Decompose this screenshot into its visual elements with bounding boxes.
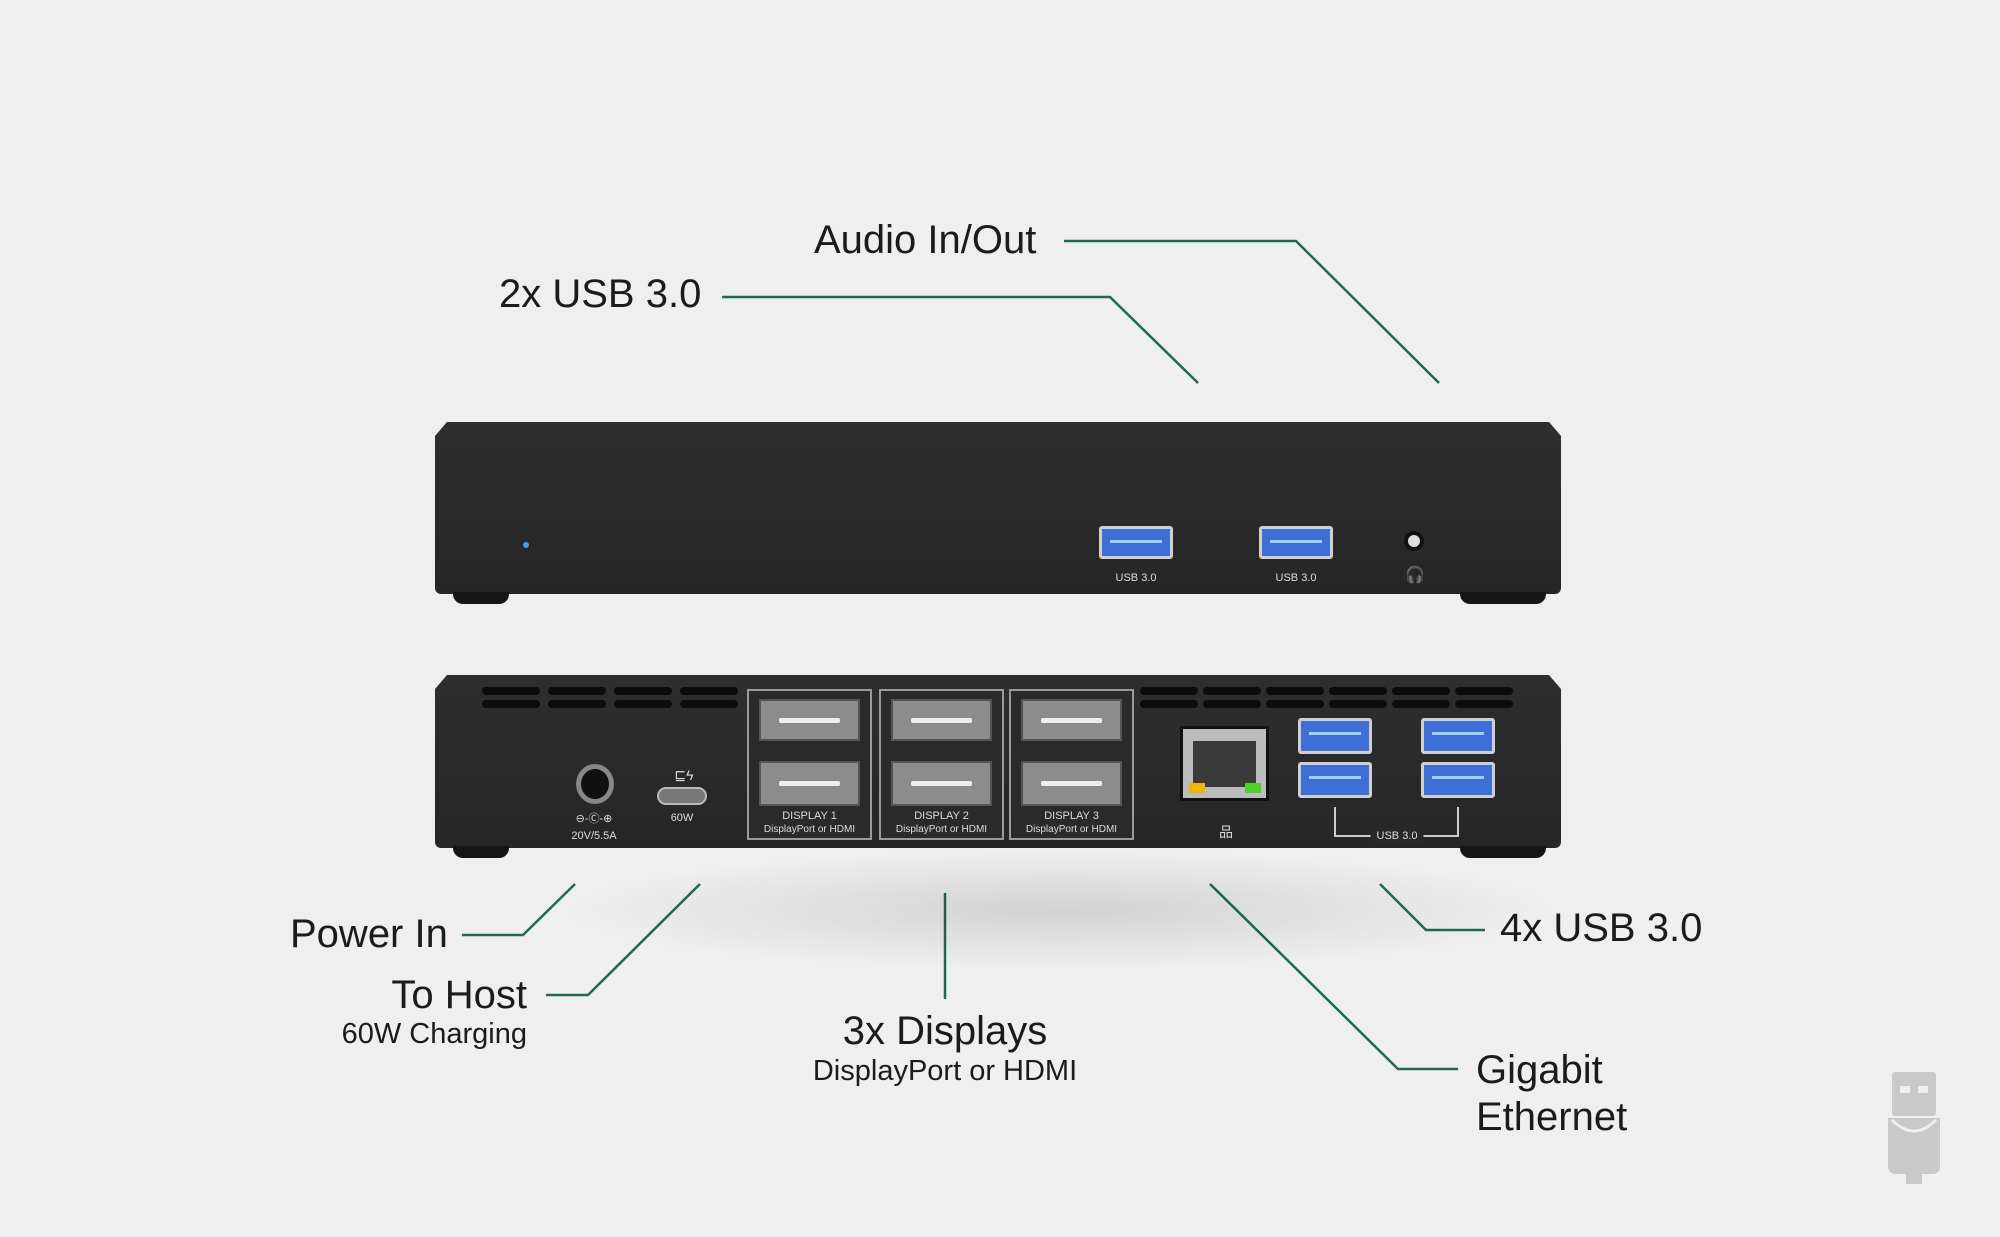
dock-front-view xyxy=(435,422,1561,594)
front-usb-callout-label: 2x USB 3.0 xyxy=(499,272,702,316)
usb-group-label: USB 3.0 xyxy=(1370,829,1424,844)
display-name: DISPLAY 1 xyxy=(782,810,837,822)
headphone-icon: 🎧 xyxy=(1405,567,1425,584)
foot xyxy=(453,592,509,604)
displays-sublabel: DisplayPort or HDMI xyxy=(812,1055,1078,1087)
power-rating: 20V/5.5A xyxy=(571,830,617,842)
displays-label: 3x Displays xyxy=(842,1009,1048,1053)
display-type: DisplayPort or HDMI xyxy=(895,824,988,835)
ethernet-port xyxy=(1180,726,1269,801)
display-name: DISPLAY 3 xyxy=(1044,810,1099,822)
host-callout-line xyxy=(546,883,701,997)
network-icon: 品 xyxy=(1219,824,1233,840)
rear-usb-port-3 xyxy=(1421,718,1495,754)
laptop-charge-icon: ⊑ϟ xyxy=(674,767,694,783)
ethernet-label-line2: Ethernet xyxy=(1476,1095,1628,1139)
to-host-label: To Host xyxy=(391,973,527,1017)
display-type: DisplayPort or HDMI xyxy=(763,824,856,835)
power-in-label: Power In xyxy=(290,912,448,956)
shadow xyxy=(560,850,1560,970)
usb-c-host-port xyxy=(657,787,707,805)
display-name: DISPLAY 2 xyxy=(914,810,969,822)
ethernet-label-line1: Gigabit xyxy=(1476,1048,1603,1092)
to-host-sublabel: 60W Charging xyxy=(341,1018,527,1050)
rear-usb-callout-line xyxy=(1379,883,1485,932)
power-callout-line xyxy=(462,883,576,937)
polarity-icon: ⊖-Ⓒ-⊕ xyxy=(575,813,613,825)
display-type: DisplayPort or HDMI xyxy=(1025,824,1118,835)
dc-power-jack xyxy=(576,764,614,804)
front-usb-port-2 xyxy=(1259,526,1333,559)
audio-callout-label: Audio In/Out xyxy=(814,218,1037,262)
display-port-group-1: DISPLAY 1 DisplayPort or HDMI xyxy=(747,689,872,840)
front-usb-label-2: USB 3.0 xyxy=(1275,572,1317,584)
audio-jack xyxy=(1404,531,1424,551)
front-usb-port-1 xyxy=(1099,526,1173,559)
audio-callout-line xyxy=(1064,239,1440,384)
foot xyxy=(1460,592,1546,604)
ethernet-callout-line xyxy=(1209,883,1458,1071)
front-usb-callout-line xyxy=(722,295,1199,384)
display-port-group-3: DISPLAY 3 DisplayPort or HDMI xyxy=(1009,689,1134,840)
usb-plug-logo-icon xyxy=(1888,1072,1940,1184)
rear-usb-label: 4x USB 3.0 xyxy=(1500,906,1703,950)
rear-usb-port-2 xyxy=(1298,762,1372,798)
rear-usb-port-4 xyxy=(1421,762,1495,798)
usbc-rating: 60W xyxy=(670,812,694,824)
foot xyxy=(1460,846,1546,858)
power-led xyxy=(523,542,529,548)
foot xyxy=(453,846,509,858)
front-usb-label-1: USB 3.0 xyxy=(1115,572,1157,584)
display-port-group-2: DISPLAY 2 DisplayPort or HDMI xyxy=(879,689,1004,840)
rear-usb-port-1 xyxy=(1298,718,1372,754)
